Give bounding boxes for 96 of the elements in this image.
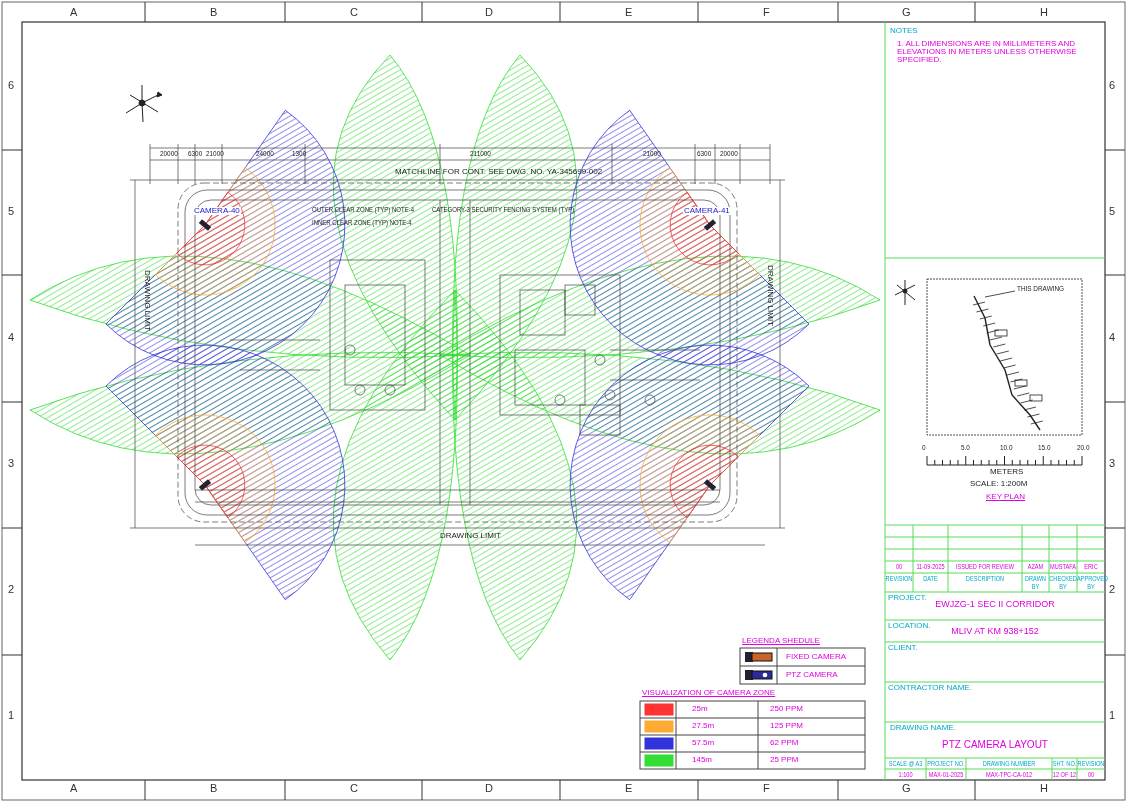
dimension-text: 21000 — [643, 150, 661, 158]
column-heading: DRAWING NUMBER — [981, 760, 1037, 768]
legend-label: PTZ CAMERA — [786, 671, 838, 679]
scale-value: 15.0 — [1038, 444, 1051, 452]
legend-value: 62 PPM — [770, 739, 799, 747]
grid-reference: 5 — [8, 206, 15, 217]
legend-label: 145m — [692, 756, 712, 764]
revision-entry: 00 — [894, 563, 904, 571]
notes-heading: NOTES — [890, 27, 918, 35]
grid-reference: 1 — [8, 710, 15, 721]
field-value: MAX-01-2025 — [927, 771, 965, 779]
column-heading: CHECKED BY — [1049, 575, 1077, 591]
grid-reference: 4 — [8, 332, 15, 343]
field-value: 00 — [1086, 771, 1096, 779]
scale-value: 5.0 — [960, 444, 970, 452]
column-heading: DESCRIPTION — [964, 575, 1006, 583]
field-value: 12 OF 12 — [1052, 771, 1077, 779]
grid-reference: H — [1040, 783, 1048, 794]
key-plan-title: KEY PLAN — [986, 493, 1025, 501]
dimension-text: 6300 — [697, 150, 712, 158]
field-label: DRAWING NAME. — [890, 724, 956, 732]
legend-value: 25 PPM — [770, 756, 799, 764]
column-heading: SCALE @ A3 — [887, 760, 924, 768]
revision-entry: MUSTAFA — [1049, 563, 1077, 571]
dimension-text: 211000 — [470, 150, 491, 158]
column-heading: DATE — [922, 575, 939, 583]
grid-reference: 1 — [1109, 710, 1116, 721]
grid-reference: 5 — [1109, 206, 1116, 217]
field-label: LOCATION. — [888, 622, 931, 630]
grid-reference: D — [485, 783, 493, 794]
dimension-text: 20000 — [720, 150, 738, 158]
note-text: 1. ALL DIMENSIONS ARE IN MILLIMETERS AND ELEVATIONS IN METERS UNLESS OTHERWISE SPECIFIED. — [897, 40, 1078, 64]
legend-title: LEGENDA SHEDULE — [742, 637, 820, 645]
scale-value: 20.0 — [1077, 444, 1090, 452]
grid-reference: F — [763, 7, 770, 18]
field-value: EWJZG-1 SEC II CORRIDOR — [934, 600, 1056, 609]
drawing-limit-text: DRAWING LIMIT — [766, 265, 774, 327]
revision-entry: AZAM — [1026, 563, 1045, 571]
grid-reference: H — [1040, 7, 1048, 18]
column-heading: PROJECT NO. — [926, 760, 966, 768]
grid-reference: G — [902, 783, 911, 794]
field-value: 1:100 — [897, 771, 914, 779]
dimension-text: 21000 — [206, 150, 224, 158]
grid-reference: A — [70, 7, 78, 18]
camera-label: CAMERA-40 — [193, 207, 241, 215]
column-heading: DRAWN BY — [1024, 575, 1047, 591]
grid-reference: E — [625, 7, 633, 18]
legend-label: 25m — [692, 705, 708, 713]
field-label: CONTRACTOR NAME. — [888, 684, 972, 692]
grid-reference: C — [350, 783, 358, 794]
annotation-text: THIS DRAWING — [1017, 285, 1065, 293]
column-heading: REVISION — [885, 575, 913, 583]
column-heading: SHT. NO. — [1052, 760, 1077, 768]
grid-reference: 3 — [8, 458, 15, 469]
grid-reference: 6 — [8, 80, 15, 91]
grid-reference: 2 — [8, 584, 15, 595]
legend-label: FIXED CAMERA — [786, 653, 846, 661]
grid-reference: B — [210, 783, 218, 794]
grid-reference: E — [625, 783, 633, 794]
scale-unit: METERS — [990, 468, 1024, 476]
grid-reference: 2 — [1109, 584, 1116, 595]
grid-reference: A — [70, 783, 78, 794]
drawing-limit-text: DRAWING LIMIT — [143, 270, 151, 332]
grid-reference: D — [485, 7, 493, 18]
field-value: MLIV AT KM 938+152 — [950, 627, 1040, 636]
grid-reference: G — [902, 7, 911, 18]
scale-text: SCALE: 1:200M — [970, 480, 1028, 488]
legend-title: VISUALIZATION OF CAMERA ZONE — [642, 689, 776, 697]
revision-entry: ISSUED FOR REVIEW — [955, 563, 1015, 571]
legend-label: 57.5m — [692, 739, 715, 747]
matchline-note: MATCHLINE FOR CONT. SEE DWG. NO. YA-345699-002 — [395, 168, 603, 176]
grid-reference: B — [210, 7, 218, 18]
drawing-limit-text: DRAWING LIMIT — [440, 532, 502, 540]
grid-reference: 4 — [1109, 332, 1116, 343]
field-value: PTZ CAMERA LAYOUT — [941, 740, 1049, 750]
dimension-text: 24000 — [256, 150, 274, 158]
dimension-text: 6300 — [188, 150, 203, 158]
field-label: CLIENT. — [888, 644, 918, 652]
scale-value: 0 — [922, 444, 926, 452]
revision-entry: ERIC — [1083, 563, 1099, 571]
legend-value: 250 PPM — [770, 705, 803, 713]
revision-entry: 11-09-2025 — [915, 563, 946, 571]
field-value: MAX-TPC-CA-012 — [984, 771, 1033, 779]
camera-label: CAMERA-41 — [683, 207, 731, 215]
column-heading: REVISION — [1077, 760, 1105, 768]
grid-reference: C — [350, 7, 358, 18]
grid-reference: F — [763, 783, 770, 794]
grid-reference: 3 — [1109, 458, 1116, 469]
dimension-text: 20000 — [160, 150, 178, 158]
dimension-text: 1300 — [292, 150, 307, 158]
annotation-text: CATEGORY-3 SECURITY FENCING SYSTEM (TYP) — [432, 206, 575, 214]
legend-label: 27.5m — [692, 722, 715, 730]
scale-value: 10.0 — [999, 444, 1012, 452]
field-label: PROJECT. — [888, 594, 927, 602]
grid-reference: 6 — [1109, 80, 1116, 91]
legend-value: 125 PPM — [770, 722, 803, 730]
